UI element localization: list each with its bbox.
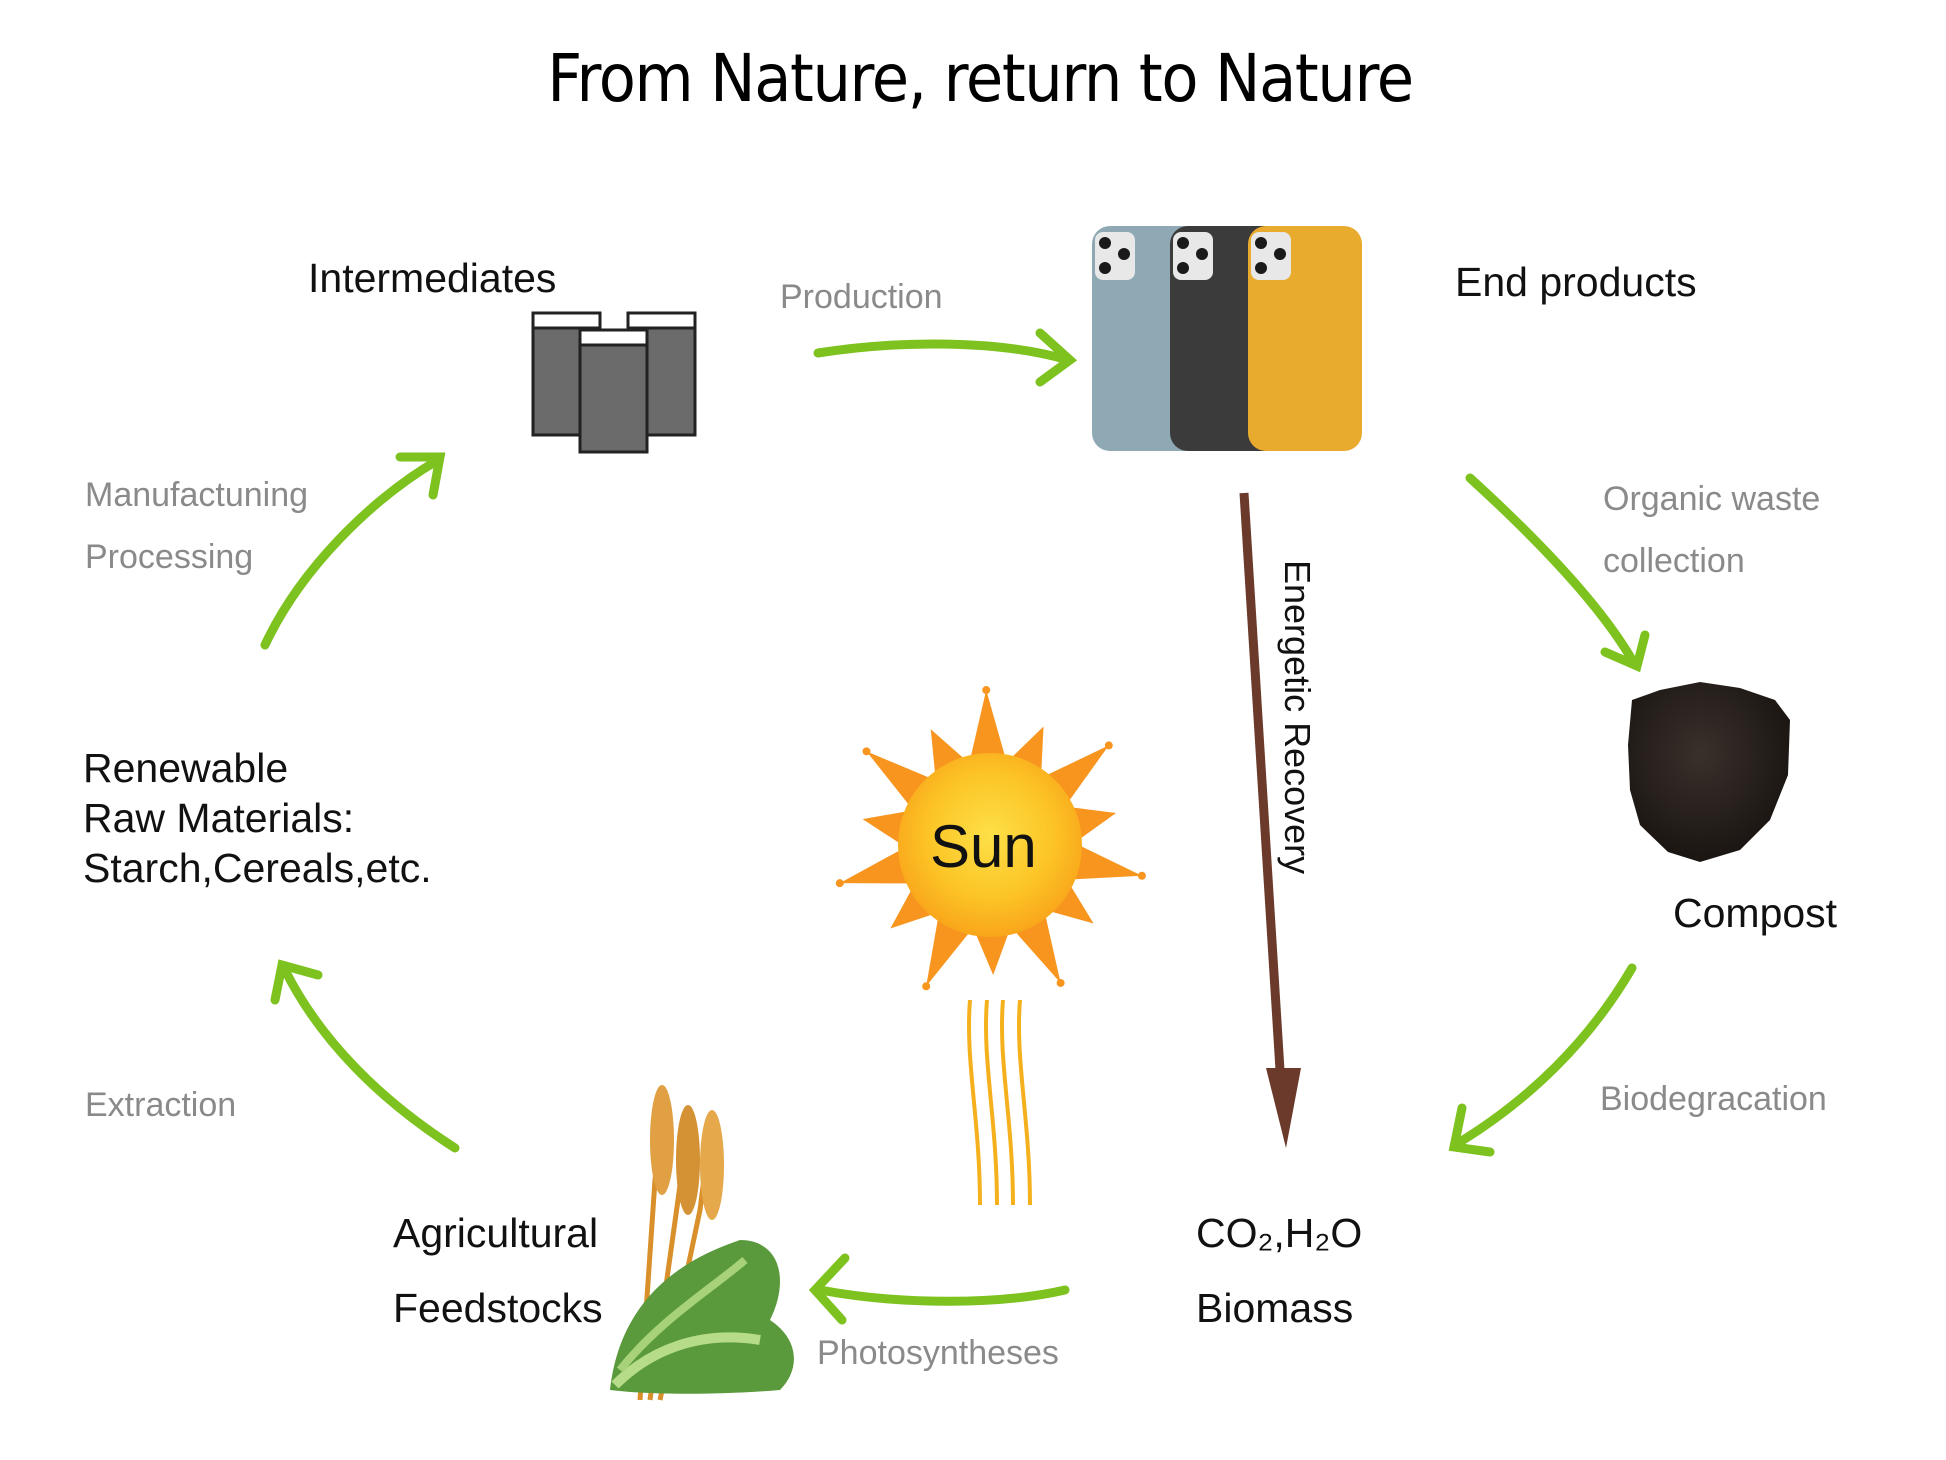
sun-ray-tip bbox=[1056, 978, 1065, 987]
sun-ray bbox=[1067, 843, 1142, 880]
manufacturing-label: Manufactuning bbox=[85, 476, 309, 514]
biodegradation-arrow-icon bbox=[1448, 963, 1637, 1157]
sun-icon bbox=[835, 686, 1146, 991]
renewable-label-line2: Raw Materials: bbox=[83, 795, 355, 841]
page-title: From Nature, return to Nature bbox=[547, 40, 1414, 117]
biodegradation-label: Biodegracation bbox=[1600, 1080, 1827, 1118]
sun-ray bbox=[839, 847, 915, 884]
energetic-recovery-label: Energetic Recovery bbox=[1277, 560, 1318, 875]
compost-label: Compost bbox=[1673, 890, 1838, 936]
renewable-label-line3: Starch,Cereals,etc. bbox=[83, 845, 432, 891]
agricultural-feedstocks-image bbox=[610, 1085, 794, 1401]
organic-waste-arrow-icon bbox=[1465, 473, 1650, 673]
sun-ray-tip bbox=[1137, 871, 1146, 880]
compost-image bbox=[1628, 682, 1790, 862]
biomass-label: Biomass bbox=[1196, 1285, 1354, 1331]
photosynthesis-label: Photosyntheses bbox=[817, 1334, 1059, 1372]
agricultural-label: Agricultural bbox=[393, 1210, 599, 1256]
extraction-label: Extraction bbox=[85, 1086, 237, 1124]
sun-ray-tip bbox=[862, 747, 871, 756]
sun-ray-tip bbox=[922, 982, 931, 991]
co2-h2o-label: CO₂,H₂O bbox=[1196, 1210, 1363, 1256]
sun-ray bbox=[890, 884, 939, 929]
renewable-label-line1: Renewable bbox=[83, 745, 289, 791]
end-products-label: End products bbox=[1455, 259, 1697, 305]
sun-ray bbox=[1044, 880, 1094, 924]
sun-ray-tip bbox=[835, 879, 844, 888]
organic-waste-label-line1: Organic waste bbox=[1603, 480, 1821, 518]
extraction-arrow-icon bbox=[270, 959, 460, 1153]
production-arrow-icon bbox=[813, 328, 1078, 387]
organic-waste-label-line2: collection bbox=[1603, 542, 1745, 580]
photosynthesis-arrow-icon bbox=[808, 1253, 1070, 1325]
production-label: Production bbox=[780, 278, 943, 316]
processing-label: Processing bbox=[85, 538, 254, 576]
end-products-image bbox=[1092, 226, 1362, 451]
feedstocks-label: Feedstocks bbox=[393, 1285, 603, 1331]
sun-ray-tip bbox=[982, 686, 991, 695]
energetic-recovery-arrow-icon bbox=[1239, 492, 1301, 1148]
sun-ray bbox=[969, 690, 1007, 763]
intermediates-icon bbox=[531, 311, 697, 454]
sunlight-rays-icon bbox=[966, 999, 1032, 1206]
sun-ray bbox=[973, 927, 1011, 975]
sun-label: Sun bbox=[930, 813, 1037, 880]
intermediates-label: Intermediates bbox=[308, 255, 557, 301]
sun-ray-tip bbox=[1104, 741, 1113, 750]
manufacturing-arrow-icon bbox=[260, 452, 446, 650]
